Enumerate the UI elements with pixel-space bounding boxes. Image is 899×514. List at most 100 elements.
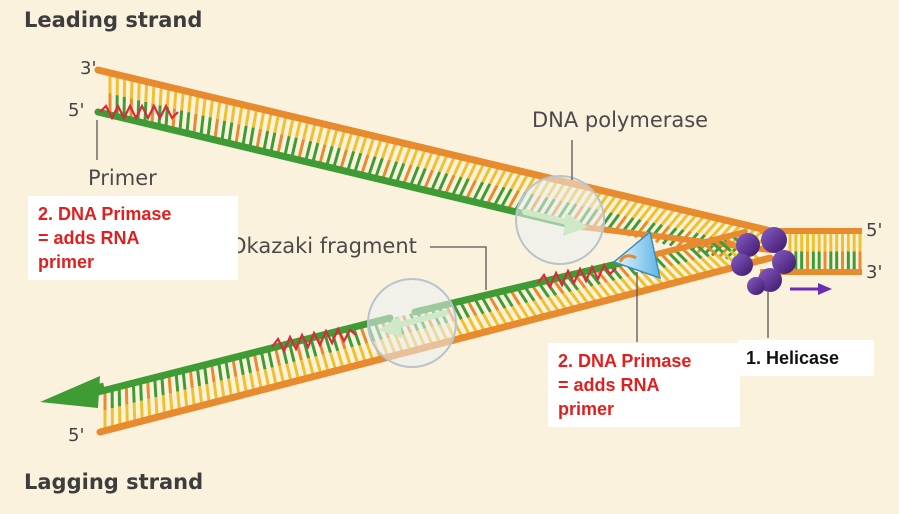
leading-rna-primer: [99, 103, 179, 121]
dna-polymerase-lagging: [367, 278, 457, 368]
base-pair-half: [256, 370, 263, 390]
base-pair-half: [248, 127, 255, 148]
base-pair-half: [251, 108, 259, 128]
base-pair-half: [270, 367, 278, 386]
base-pair-half: [617, 197, 632, 216]
base-pair-half: [689, 215, 706, 233]
label-leader-lines: [96, 120, 769, 342]
base-pair-half: [309, 338, 318, 357]
base-pair-half: [311, 142, 320, 163]
base-pair-half: [510, 171, 522, 190]
base-pair-half: [451, 176, 463, 196]
base-pair-half: [359, 325, 369, 344]
base-pair-half: [299, 359, 308, 379]
base-pair-half: [216, 99, 222, 120]
base-pair-half: [365, 342, 375, 361]
parental-base-pairs: [788, 232, 862, 271]
base-pair-half: [321, 354, 330, 373]
base-pair-half: [624, 199, 640, 218]
base-pair-half: [199, 115, 205, 136]
lagging-direction-arrow: [59, 382, 105, 401]
base-pair-half: [458, 178, 470, 197]
base-pair-half: [631, 201, 647, 219]
base-pair-half: [173, 88, 178, 109]
base-pair-half: [437, 173, 449, 192]
base-pair-half: [278, 365, 286, 384]
base-pair-half: [660, 208, 676, 226]
base-pair-half: [223, 101, 229, 121]
leading-5prime-label: 5': [68, 100, 85, 121]
base-pair-half: [234, 123, 241, 144]
base-pair-half: [158, 85, 163, 106]
base-pair-half: [302, 339, 311, 359]
base-pair-half: [710, 220, 728, 238]
base-pair-half: [388, 141, 398, 161]
base-pair-half: [273, 113, 281, 134]
base-pair-half: [438, 153, 449, 173]
base-pair-half: [510, 305, 524, 323]
okazaki-fragment-label: Okazaki fragment: [230, 234, 417, 258]
base-pair-half: [208, 97, 215, 118]
base-pair-half: [206, 117, 212, 138]
base-pair-half: [367, 156, 377, 176]
base-pair-half: [259, 109, 266, 130]
base-pair-half: [518, 303, 531, 321]
base-pair-half: [488, 165, 501, 185]
callout-line: = adds RNA: [38, 228, 140, 248]
helicase-callout: 1. Helicase: [738, 340, 874, 376]
base-pair-half: [380, 139, 391, 159]
base-pair-half: [230, 102, 237, 123]
primase-callout-left: 2. DNA Primase = adds RNA primer: [28, 196, 238, 280]
base-pair-half: [262, 130, 270, 151]
base-pair-half: [465, 179, 477, 199]
base-pair-half: [479, 183, 492, 202]
base-pair-half: [444, 174, 456, 194]
base-pair-half: [430, 171, 442, 191]
dna-polymerase-label: DNA polymerase: [532, 108, 709, 132]
base-pair-half: [168, 393, 174, 413]
base-pair-half: [503, 307, 516, 325]
right-5prime-label: 5': [866, 220, 883, 241]
base-pair-half: [185, 112, 191, 133]
base-pair-half: [307, 357, 315, 377]
base-pair-half: [667, 209, 684, 228]
base-pair-half: [500, 188, 513, 207]
base-pair-half: [343, 348, 353, 367]
base-pair-half: [525, 301, 538, 319]
base-pair-half: [180, 90, 185, 111]
leading-3prime-label: 3': [80, 58, 97, 79]
base-pair-half: [227, 122, 234, 143]
base-pair-half: [309, 122, 317, 142]
base-pair-half: [285, 363, 293, 383]
base-pair-half: [374, 157, 384, 177]
lagging-5prime-label: 5': [68, 425, 85, 446]
base-pair-half: [459, 158, 471, 178]
base-pair-half: [359, 134, 369, 154]
base-pair-half: [703, 218, 720, 237]
lagging-rna-primer-2: [537, 262, 617, 290]
base-pair-half: [395, 162, 406, 182]
base-pair-half: [395, 143, 405, 163]
base-pair-half: [460, 318, 472, 337]
base-pair-half: [467, 316, 479, 335]
base-pair-half: [474, 314, 486, 333]
base-pair-half: [241, 125, 248, 146]
base-pair-half: [248, 372, 256, 392]
base-pair-half: [213, 118, 219, 139]
base-pair-half: [481, 164, 493, 183]
base-pair-half: [423, 150, 435, 170]
callout-line: primer: [558, 399, 615, 419]
base-pair-half: [220, 120, 227, 141]
primase-callout-right: 2. DNA Primase = adds RNA primer: [548, 343, 740, 427]
base-pair-half: [190, 387, 196, 407]
base-pair-half: [314, 355, 323, 375]
base-pair-half: [352, 327, 361, 346]
base-pair-half: [276, 134, 284, 154]
base-pair-half: [639, 202, 654, 221]
base-pair-half: [373, 137, 383, 158]
base-pair-half: [297, 139, 305, 159]
base-pair-half: [466, 160, 479, 180]
base-pair-half: [646, 204, 662, 223]
base-pair-half: [336, 350, 345, 369]
base-pair-half: [194, 94, 200, 115]
